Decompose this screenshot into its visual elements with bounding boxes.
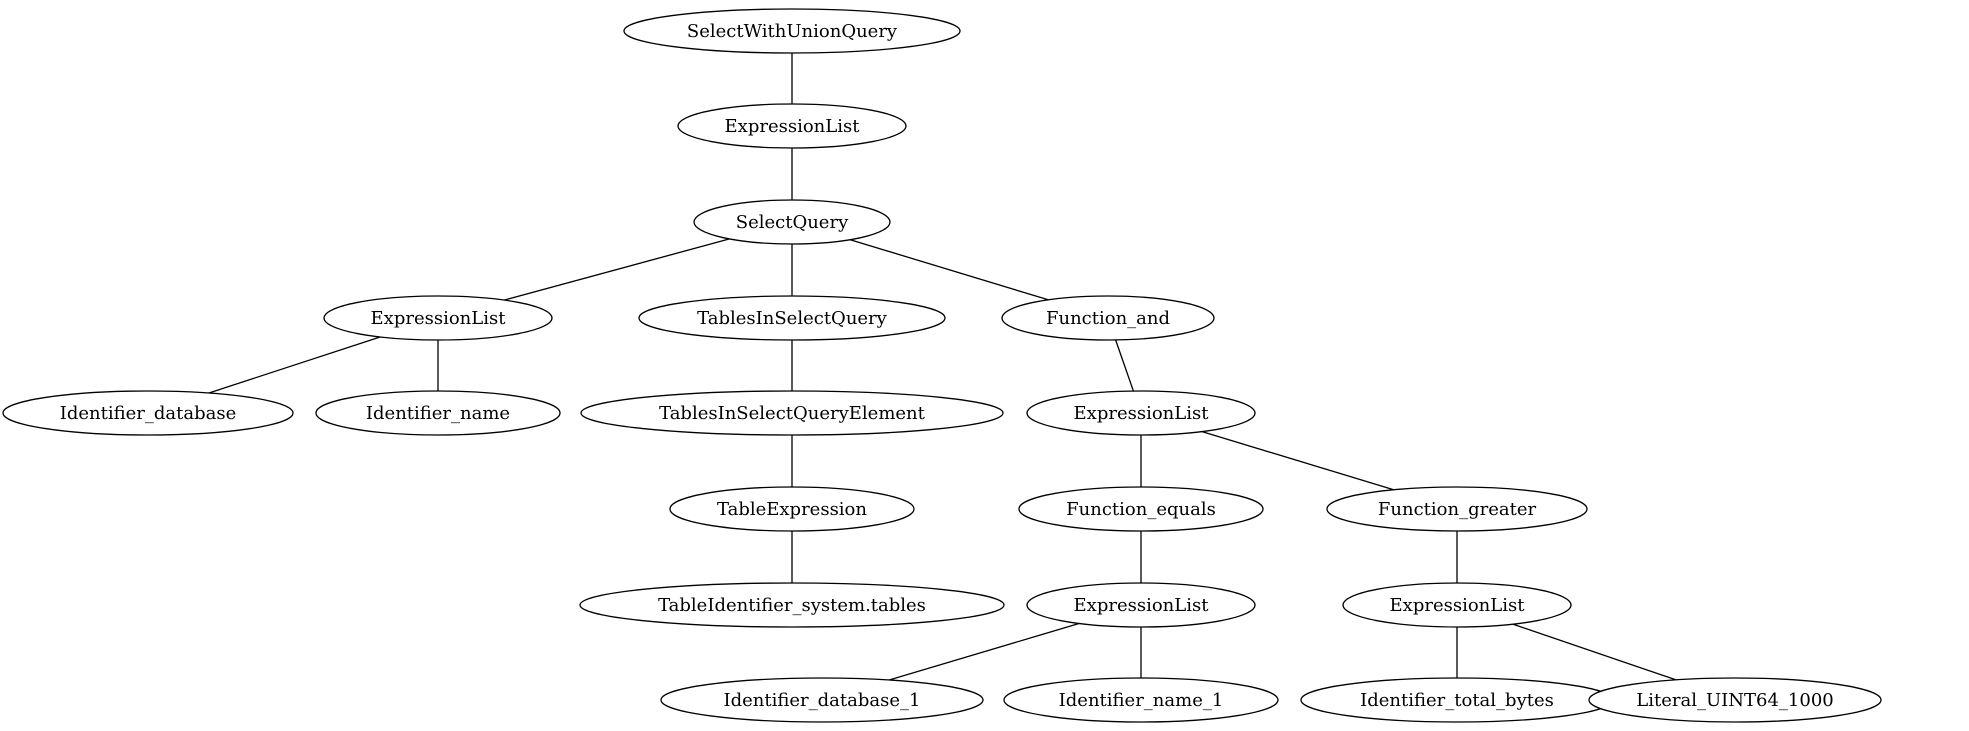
node-ellipse xyxy=(323,295,553,341)
node-label: Function_and xyxy=(1046,308,1170,329)
node-function-and: Function_and xyxy=(1001,295,1215,341)
node-ellipse xyxy=(1026,390,1256,436)
node-ellipse xyxy=(623,8,961,54)
node-tableexpression: TableExpression xyxy=(669,486,915,532)
node-identifier-name: Identifier_name xyxy=(315,390,561,436)
node-function-equals: Function_equals xyxy=(1018,486,1264,532)
node-identifier-name-1: Identifier_name_1 xyxy=(1003,677,1279,723)
node-ellipse xyxy=(579,582,1005,628)
node-tableidentifier-system-tables: TableIdentifier_system.tables xyxy=(579,582,1005,628)
node-selectwithunionquery: SelectWithUnionQuery xyxy=(623,8,961,54)
node-label: Function_greater xyxy=(1378,499,1537,520)
node-label: SelectWithUnionQuery xyxy=(687,21,898,42)
node-function-greater: Function_greater xyxy=(1326,486,1588,532)
node-expressionlist: ExpressionList xyxy=(677,103,907,149)
node-expressionlist: ExpressionList xyxy=(1026,390,1256,436)
tree-nodes: SelectWithUnionQueryExpressionListSelect… xyxy=(2,8,1882,723)
node-ellipse xyxy=(660,677,984,723)
node-label: Literal_UINT64_1000 xyxy=(1636,690,1833,711)
node-expressionlist: ExpressionList xyxy=(323,295,553,341)
node-label: ExpressionList xyxy=(1074,403,1210,424)
edge-expressionlist-to-function-greater xyxy=(1201,430,1394,491)
node-ellipse xyxy=(1003,677,1279,723)
node-label: ExpressionList xyxy=(1074,595,1210,616)
node-tablesinselectquery: TablesInSelectQuery xyxy=(638,295,946,341)
node-ellipse xyxy=(1326,486,1588,532)
node-ellipse xyxy=(1588,677,1882,723)
node-label: SelectQuery xyxy=(736,212,849,233)
edge-expressionlist-to-literal-uint64-1000 xyxy=(1512,623,1677,681)
edge-selectquery-to-expressionlist xyxy=(503,238,730,301)
node-ellipse xyxy=(669,486,915,532)
node-label: Identifier_database_1 xyxy=(724,690,921,711)
tree-edges xyxy=(208,53,1677,681)
node-tablesinselectqueryelement: TablesInSelectQueryElement xyxy=(580,390,1004,436)
node-label: TableExpression xyxy=(717,499,867,520)
node-identifier-database-1: Identifier_database_1 xyxy=(660,677,984,723)
node-expressionlist: ExpressionList xyxy=(1342,582,1572,628)
node-ellipse xyxy=(1001,295,1215,341)
node-ellipse xyxy=(2,390,294,436)
edge-expressionlist-to-identifier-database-1 xyxy=(888,622,1080,681)
node-label: Identifier_name_1 xyxy=(1059,690,1224,711)
node-ellipse xyxy=(315,390,561,436)
node-label: TablesInSelectQuery xyxy=(697,308,888,329)
node-label: ExpressionList xyxy=(1390,595,1526,616)
node-ellipse xyxy=(1026,582,1256,628)
node-label: Identifier_name xyxy=(366,403,510,424)
node-identifier-database: Identifier_database xyxy=(2,390,294,436)
edge-selectquery-to-function-and xyxy=(850,239,1049,301)
node-ellipse xyxy=(693,199,891,245)
node-label: TableIdentifier_system.tables xyxy=(658,595,926,616)
node-ellipse xyxy=(677,103,907,149)
node-label: Identifier_total_bytes xyxy=(1360,690,1554,711)
node-label: ExpressionList xyxy=(725,116,861,137)
edge-function-and-to-expressionlist xyxy=(1114,339,1135,392)
node-ellipse xyxy=(1018,486,1264,532)
node-label: ExpressionList xyxy=(371,308,507,329)
node-ellipse xyxy=(580,390,1004,436)
edge-expressionlist-to-identifier-database xyxy=(208,336,381,394)
node-label: TablesInSelectQueryElement xyxy=(659,403,926,424)
node-ellipse xyxy=(1342,582,1572,628)
node-literal-uint64-1000: Literal_UINT64_1000 xyxy=(1588,677,1882,723)
node-selectquery: SelectQuery xyxy=(693,199,891,245)
node-label: Identifier_database xyxy=(60,403,237,424)
node-label: Function_equals xyxy=(1066,499,1216,520)
node-expressionlist: ExpressionList xyxy=(1026,582,1256,628)
node-identifier-total-bytes: Identifier_total_bytes xyxy=(1300,677,1614,723)
node-ellipse xyxy=(638,295,946,341)
